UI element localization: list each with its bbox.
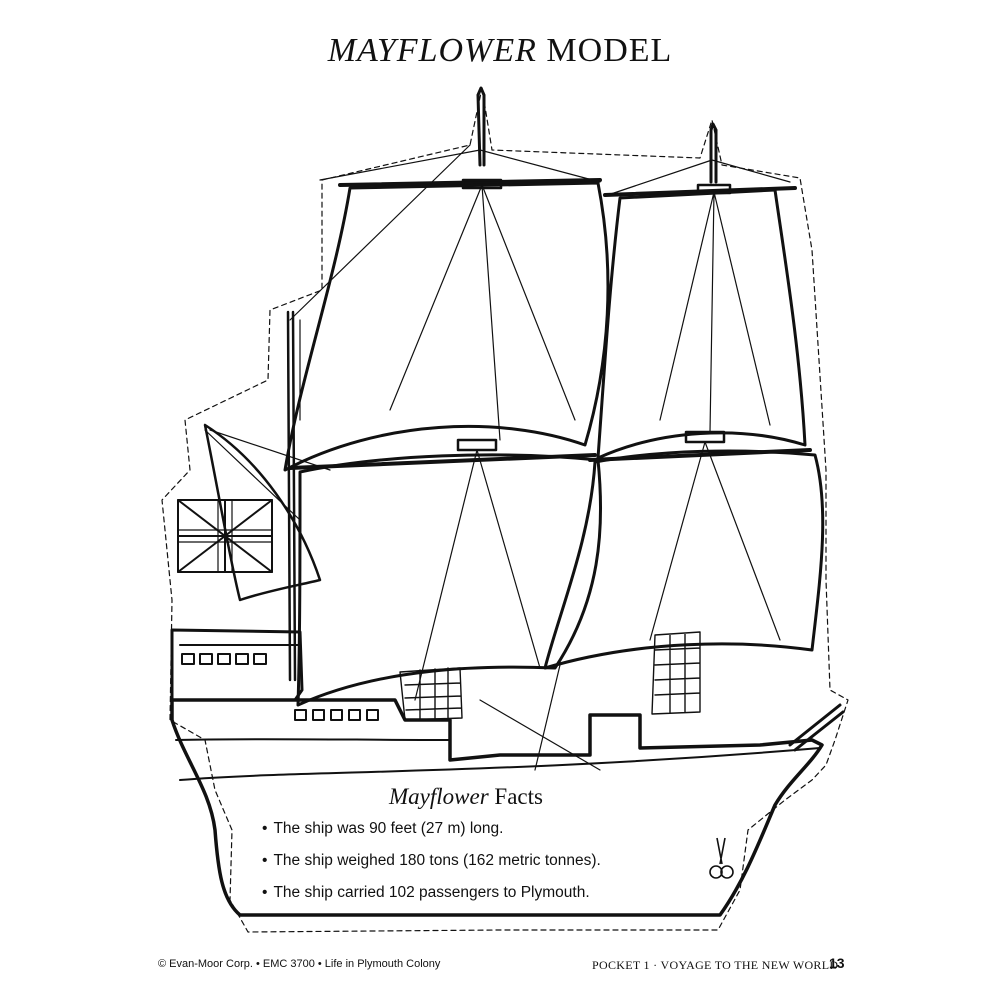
facts-box: Mayflower Facts The ship was 90 feet (27… (262, 784, 682, 916)
gun-ports (294, 709, 379, 721)
cut-line (161, 87, 849, 933)
fore-mast (709, 122, 718, 184)
main-topsail (283, 181, 610, 472)
yards (288, 178, 812, 470)
bowsprit (788, 703, 845, 752)
title-rest: MODEL (536, 32, 673, 69)
fore-course (543, 449, 825, 670)
page-number: 13 (829, 955, 845, 971)
page-title: MAYFLOWER MODEL (0, 32, 1000, 70)
facts-heading-italic: Mayflower (389, 784, 489, 809)
stern-castle (170, 628, 304, 702)
union-flag-icon (177, 499, 273, 573)
deck-netting (399, 631, 701, 721)
list-item: The ship weighed 180 tons (162 metric to… (262, 852, 682, 870)
mizzen-mast (286, 310, 297, 682)
title-italic: MAYFLOWER (327, 32, 537, 69)
footer-section: POCKET 1 · VOYAGE TO THE NEW WORLD (592, 958, 839, 972)
hull (170, 698, 824, 917)
stern-windows (181, 653, 267, 665)
facts-list: The ship was 90 feet (27 m) long. The sh… (262, 820, 682, 902)
list-item: The ship carried 102 passengers to Plymo… (262, 884, 682, 902)
list-item: The ship was 90 feet (27 m) long. (262, 820, 682, 838)
rigging (204, 144, 791, 771)
facts-heading-rest: Facts (488, 784, 543, 809)
facts-heading: Mayflower Facts (389, 784, 682, 810)
lateen-sail (203, 423, 322, 602)
footer-copyright: © Evan-Moor Corp. • EMC 3700 • Life in P… (158, 958, 441, 970)
scissors-icon (709, 837, 734, 879)
main-course (296, 453, 603, 707)
fore-topsail (596, 188, 807, 460)
main-mast (476, 86, 486, 167)
